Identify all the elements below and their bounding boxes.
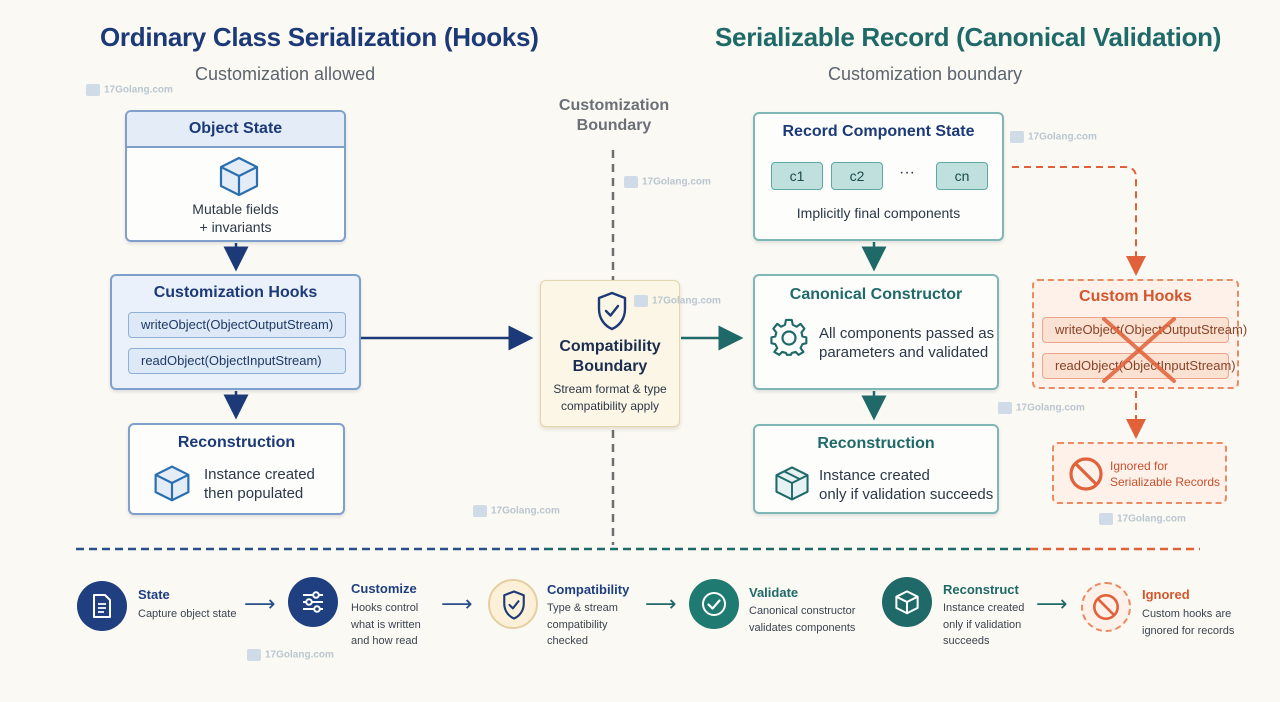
step-ignored-title: Ignored — [1142, 587, 1190, 602]
step-ignored-circle — [1081, 582, 1131, 632]
compat-title-line2: Boundary — [572, 358, 648, 375]
cube-icon — [775, 466, 809, 501]
step-arrow-icon: ⟶ — [1036, 591, 1068, 616]
customization-boundary-label: Customization Boundary — [558, 97, 670, 134]
canonical-constructor-title: Canonical Constructor — [789, 286, 963, 303]
shield-icon — [597, 291, 627, 331]
left-reconstruction-line2: then populated — [204, 485, 304, 502]
right-subtitle: Customization boundary — [828, 64, 1023, 84]
object-state-title: Object State — [127, 112, 344, 148]
prohibited-icon — [1093, 594, 1119, 620]
step-state-title: State — [138, 587, 170, 602]
right-reconstruction-line1: Instance created — [819, 467, 930, 484]
left-title: Ordinary Class Serialization (Hooks) — [100, 22, 539, 52]
object-state-box: Object State Mutable fields + invariants — [125, 110, 346, 242]
custom-read-object-hook: readObject(ObjectInputStream) — [1042, 353, 1236, 379]
compat-title-line1: Compatibility — [559, 338, 661, 355]
step-reconstruct-desc: Instance created only if validation succ… — [943, 602, 1025, 647]
right-title: Serializable Record (Canonical Validatio… — [715, 22, 1222, 52]
step-state-desc: Capture object state — [138, 608, 237, 620]
record-state-caption: Implicitly final components — [796, 205, 961, 221]
cube-icon — [895, 590, 919, 615]
watermark: 17Golang.com — [624, 176, 711, 188]
watermark: 17Golang.com — [1010, 131, 1097, 143]
step-customize-title: Customize — [351, 581, 417, 596]
custom-hooks-box: Custom Hooks writeObject(ObjectOutputStr… — [1032, 279, 1247, 389]
step-arrow-icon: ⟶ — [645, 591, 677, 616]
document-icon — [93, 594, 111, 618]
compatibility-boundary-box: Compatibility Boundary Stream format & t… — [540, 280, 680, 427]
component-chip-c2: c2 — [831, 162, 883, 190]
right-reconstruction-box: Reconstruction Instance created only if … — [753, 424, 999, 514]
left-reconstruction-box: Reconstruction Instance created then pop… — [128, 423, 345, 515]
prohibited-icon — [1069, 457, 1103, 491]
step-validate-circle — [689, 579, 739, 629]
compat-line2: compatibility apply — [560, 399, 660, 413]
step-reconstruct-title: Reconstruct — [943, 582, 1019, 597]
step-state-circle — [77, 581, 127, 631]
record-state-title: Record Component State — [782, 123, 975, 140]
watermark: 17Golang.com — [634, 295, 721, 307]
watermark: 17Golang.com — [247, 649, 334, 661]
arrow-record-to-custom-hooks — [1012, 166, 1146, 276]
step-compatibility-title: Compatibility — [547, 582, 630, 597]
shield-icon — [503, 590, 525, 620]
step-customize-desc: Hooks control what is written and how re… — [351, 602, 421, 647]
sliders-icon — [303, 591, 323, 613]
step-customize-circle — [288, 577, 338, 627]
ignored-line2: Serializable Records — [1110, 475, 1221, 489]
step-arrow-icon: ⟶ — [244, 591, 276, 616]
step-reconstruct-circle — [882, 577, 932, 627]
custom-write-object-hook: writeObject(ObjectOutputStream) — [1042, 317, 1247, 343]
customization-hooks-box: Customization Hooks writeObject(ObjectOu… — [110, 274, 361, 390]
right-reconstruction-title: Reconstruction — [817, 435, 935, 452]
left-reconstruction-line1: Instance created — [204, 466, 315, 483]
read-object-hook: readObject(ObjectInputStream) — [128, 348, 346, 374]
right-reconstruction-line2: only if validation succeeds — [819, 486, 994, 503]
left-subtitle: Customization allowed — [195, 64, 376, 84]
component-chip-cn: cn — [936, 162, 988, 190]
object-state-line2: + invariants — [199, 219, 272, 235]
customization-hooks-title: Customization Hooks — [153, 284, 318, 301]
component-ellipsis: ··· — [899, 164, 915, 181]
step-compatibility-desc: Type & stream compatibility checked — [547, 602, 618, 647]
custom-hooks-title: Custom Hooks — [1079, 288, 1192, 305]
watermark: 17Golang.com — [998, 402, 1085, 414]
left-reconstruction-title: Reconstruction — [177, 434, 296, 451]
step-compatibility-circle — [488, 579, 538, 629]
canonical-line1: All components passed as — [819, 325, 995, 342]
ignored-box: Ignored for Serializable Records — [1052, 442, 1227, 504]
step-validate-title: Validate — [749, 585, 799, 600]
ignored-line1: Ignored for — [1110, 459, 1169, 473]
cube-icon — [154, 465, 190, 502]
cross-out-icon — [1102, 317, 1176, 383]
watermark: 17Golang.com — [86, 84, 173, 96]
step-ignored-desc: Custom hooks are ignored for records — [1142, 608, 1235, 637]
check-icon — [702, 592, 726, 616]
watermark: 17Golang.com — [473, 505, 560, 517]
cube-icon — [219, 156, 259, 197]
canonical-line2: parameters and validated — [819, 344, 989, 361]
step-validate-desc: Canonical constructor validates componen… — [749, 605, 856, 634]
canonical-constructor-box: Canonical Constructor All components pas… — [753, 274, 999, 390]
compat-line1: Stream format & type — [553, 382, 667, 396]
component-chip-c1: c1 — [771, 162, 823, 190]
write-object-hook: writeObject(ObjectOutputStream) — [128, 312, 346, 338]
step-arrow-icon: ⟶ — [441, 591, 473, 616]
object-state-line1: Mutable fields — [192, 201, 279, 217]
watermark: 17Golang.com — [1099, 513, 1186, 525]
gear-icon — [770, 318, 808, 356]
record-component-state-box: Record Component State c1 c2 ··· cn Impl… — [753, 112, 1004, 241]
